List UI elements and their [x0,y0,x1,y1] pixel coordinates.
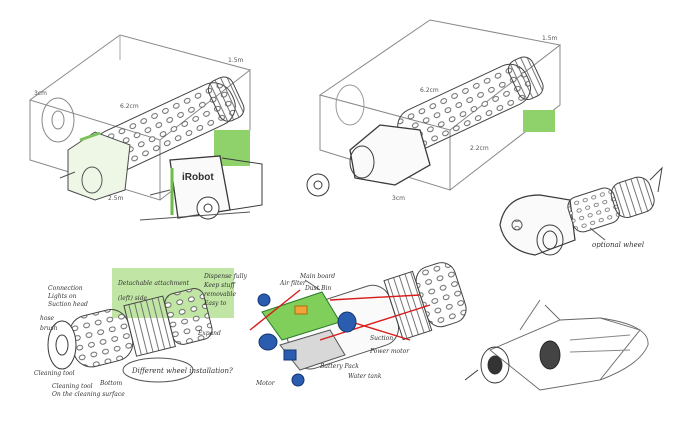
callout: Air filter [279,280,307,287]
motor-part [257,293,271,307]
callout: On the cleaning surface [52,391,125,398]
motor-part [337,311,357,333]
sketch-2-dimensions: 6.2cm 2.2cm 1.5m 3cm [392,35,558,202]
dimension-label: 1.5m [542,35,558,42]
callout: hose [40,315,55,322]
callout-optional-wheel: optional wheel [592,241,644,249]
callout: Bottom [99,380,122,387]
sketch-top-left: iRobot [28,34,263,221]
callout: Battery Pack [319,363,359,370]
callout: Main board [299,273,335,280]
sketch-right-middle [499,166,663,256]
callout: Lights on [47,293,77,300]
green-swatch-2 [523,110,555,132]
dimension-label: 6.2cm [420,87,439,94]
dimension-label: 3cm [34,90,47,97]
callout: Motor [255,380,276,387]
callout: Different wheel installation? [131,367,233,375]
sketch-bottom-middle [249,262,467,387]
callout: Expand [197,330,221,337]
sketch-bottom-right [464,299,649,391]
callout: Detachable attachment [117,280,190,287]
callout: brush [40,325,58,332]
callout: removable [204,291,236,298]
motor-part [283,349,297,361]
callout: Suction [370,335,393,342]
callout: Suction head [48,301,88,308]
motor-part [291,373,305,387]
sketch-bottom-left [47,268,234,383]
dimension-label: 6.2cm [120,103,139,110]
sketch-top-middle [306,19,562,197]
dimension-label: 3cm [392,195,405,202]
callout: (left) side [118,295,148,302]
sketch-4-callouts: Connection Lights on Suction head hose b… [34,273,248,398]
sketch-5-callouts: Main board Dust Bin Air filter Suction P… [255,273,410,387]
callout: Keep stuff [203,282,237,289]
dimension-label: 2.5m [108,195,124,202]
callout: Water tank [348,373,382,380]
callout: Cleaning tool [34,370,75,377]
callout: Connection [48,285,83,292]
callout: Dust Bin [304,285,331,292]
brand-logo-irobot: iRobot [182,172,214,183]
motor-part [258,333,278,351]
sketch-1-dimensions: 6.2cm 1.5m 2.5m 3cm [34,57,244,202]
callout: Easy to [203,300,227,307]
callout: Power motor [369,348,410,355]
callout: Cleaning tool [52,383,93,390]
dimension-label: 1.5m [228,57,244,64]
dimension-label: 2.2cm [470,145,489,152]
callout: Dispense fully [203,273,248,280]
